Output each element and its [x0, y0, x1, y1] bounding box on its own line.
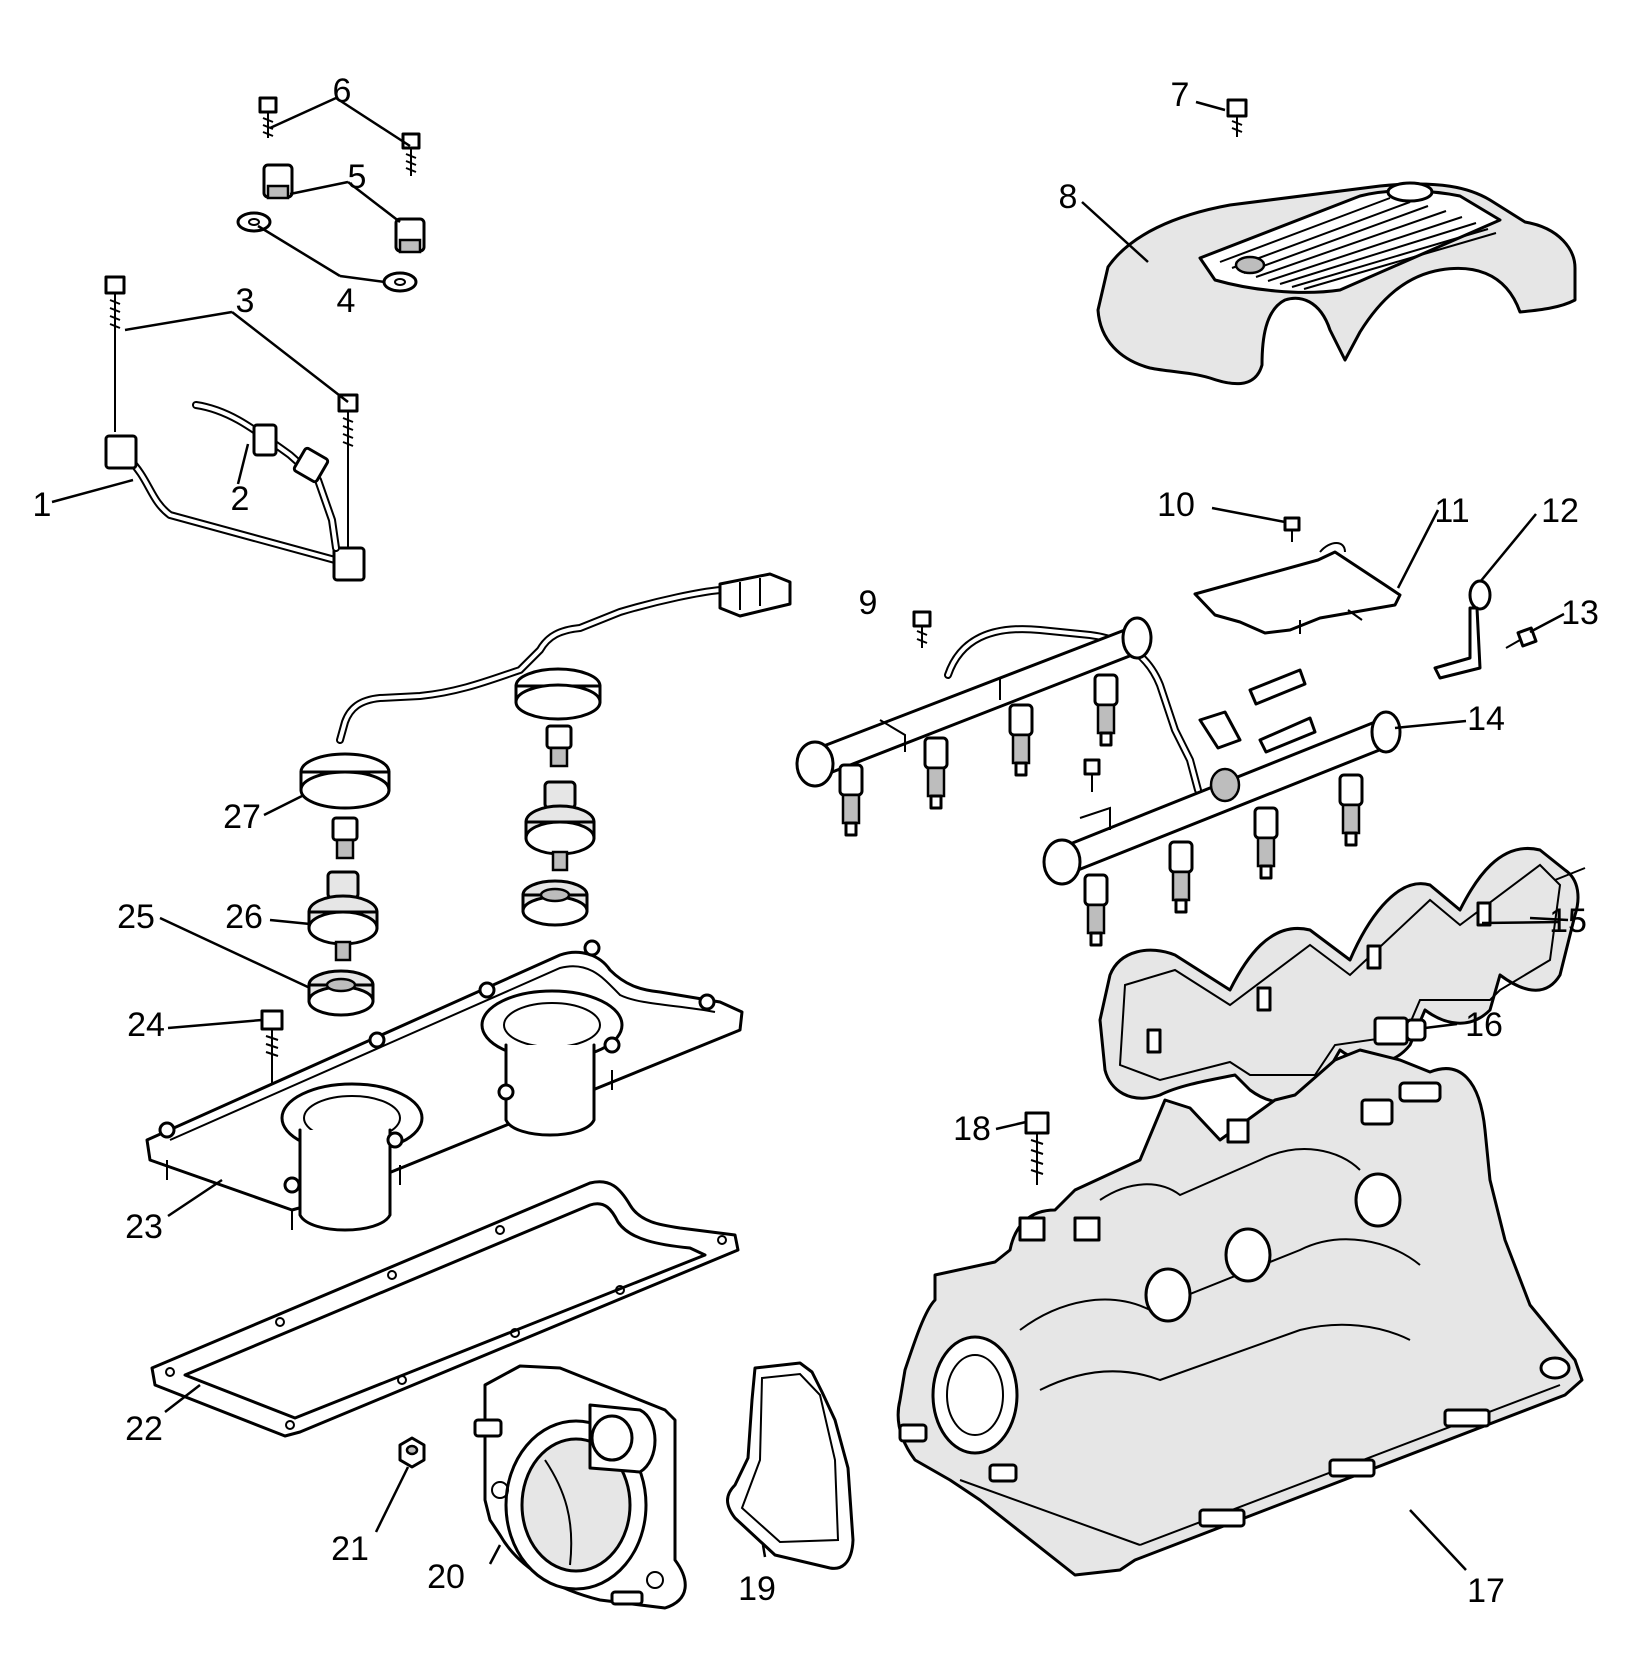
bolt-part-6-left [258, 96, 278, 138]
callout-4: 4 [337, 282, 356, 320]
callout-22: 22 [125, 1410, 163, 1448]
throttle-body-part-20 [473, 1364, 687, 1610]
gasket-part-4-left [236, 211, 272, 233]
nut-part-21 [398, 1436, 426, 1469]
fuel-crossover-pipe [944, 625, 1202, 794]
sensor-part-16 [1373, 1016, 1427, 1046]
bolt-part-18 [1024, 1111, 1050, 1185]
grommet-part-25-right [521, 879, 589, 927]
screw-part-9 [912, 610, 932, 648]
knock-sensor-harness-part-27 [299, 572, 792, 860]
callout-23: 23 [125, 1208, 163, 1246]
callout-24: 24 [127, 1006, 165, 1044]
callout-1: 1 [33, 486, 52, 524]
bolt-part-24 [260, 1009, 284, 1090]
valley-cover-gasket-part-22 [150, 1180, 740, 1438]
callout-16: 16 [1465, 1006, 1503, 1044]
callout-17: 17 [1467, 1572, 1505, 1610]
callout-labels: 6 5 4 3 1 2 7 8 10 11 12 13 9 14 15 16 1… [33, 72, 1599, 1610]
pcv-hose-part-2 [192, 401, 340, 552]
callout-18: 18 [953, 1110, 991, 1148]
screw-part-10 [1283, 516, 1301, 542]
throttle-body-gasket-part-19 [726, 1361, 855, 1570]
grommet-part-25-left [307, 969, 375, 1017]
callout-12: 12 [1541, 492, 1579, 530]
callout-6: 6 [333, 72, 352, 110]
bolt-part-6-right [401, 132, 421, 176]
clip-part-5-right [394, 217, 426, 254]
callout-25: 25 [117, 898, 155, 936]
fuel-injectors [838, 673, 1364, 947]
callout-3: 3 [236, 282, 255, 320]
callout-11: 11 [1434, 492, 1469, 530]
callout-13: 13 [1561, 594, 1599, 632]
callout-8: 8 [1059, 178, 1078, 216]
callout-15: 15 [1549, 902, 1587, 940]
valley-cover-part-23 [145, 939, 744, 1232]
callout-26: 26 [225, 898, 263, 936]
bolt-part-7 [1226, 98, 1248, 137]
callout-10: 10 [1157, 486, 1195, 524]
knock-sensor-part-26-right [524, 780, 596, 872]
manifold-gasket-part-15 [1098, 847, 1586, 1104]
leader-lines [51, 96, 1569, 1571]
engine-cover-part-8 [1096, 181, 1577, 386]
intake-manifold-part-17 [896, 1048, 1584, 1577]
bracket-part-12 [1433, 579, 1492, 680]
pcv-bolt-part-3-right [337, 393, 359, 548]
knock-sensor-part-26-left [307, 870, 379, 962]
clip-part-5-left [262, 163, 294, 200]
fuel-rail-fittings [1083, 668, 1317, 803]
pcv-bolt-part-3-left [104, 275, 126, 432]
gasket-part-4-right [382, 271, 418, 293]
callout-7: 7 [1171, 76, 1190, 114]
callout-9: 9 [859, 584, 878, 622]
callout-14: 14 [1467, 700, 1505, 738]
fuel-rail-left [795, 616, 1153, 788]
callout-19: 19 [738, 1570, 776, 1608]
callout-21: 21 [331, 1530, 369, 1568]
pcv-tube-part-1 [104, 434, 366, 582]
callout-2: 2 [231, 480, 250, 518]
bracket-part-11 [1193, 542, 1402, 635]
callout-20: 20 [427, 1558, 465, 1596]
callout-5: 5 [348, 158, 367, 196]
callout-27: 27 [223, 798, 261, 836]
